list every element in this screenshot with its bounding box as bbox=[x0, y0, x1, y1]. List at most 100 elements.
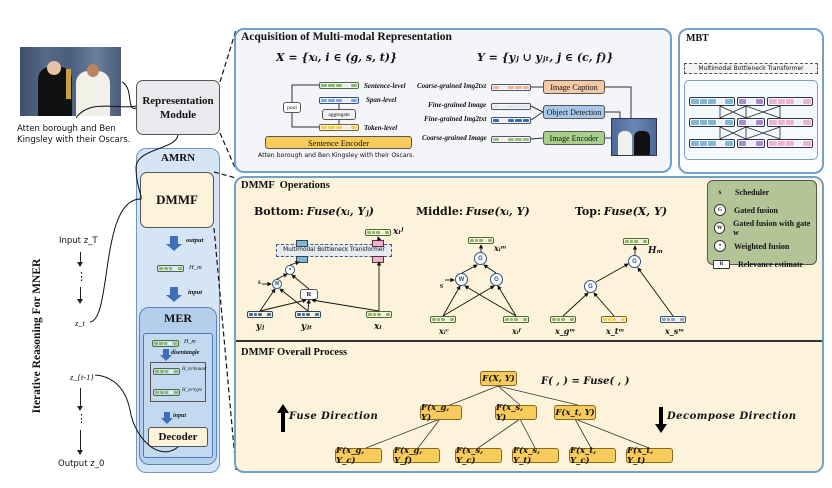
dmmf-module[interactable]: DMMF bbox=[140, 172, 214, 228]
mbt-token bbox=[708, 99, 716, 104]
top-xt-vector bbox=[601, 316, 627, 323]
bottom-yj-vector bbox=[247, 311, 273, 318]
person-left-face bbox=[47, 61, 61, 75]
mbt-token bbox=[725, 141, 733, 146]
mbt-token bbox=[738, 99, 747, 104]
down-arrow-4 bbox=[80, 430, 81, 452]
middle-out-vector bbox=[468, 237, 494, 244]
input-arrow-head bbox=[166, 295, 182, 302]
bottom-yjt-vector bbox=[295, 311, 321, 318]
acq-caption: Atten borough and Ben Kingsley with thei… bbox=[258, 152, 415, 159]
representation-module[interactable]: Representation Module bbox=[136, 80, 220, 135]
legend-gated-fusion-w: W Gated fusion with gate w bbox=[713, 219, 811, 237]
mbt-token bbox=[699, 120, 707, 125]
sentence-encoder[interactable]: Sentence Encoder bbox=[265, 136, 412, 149]
mbt-token bbox=[708, 120, 716, 125]
token-level-vector bbox=[319, 124, 359, 131]
disentangled-box bbox=[150, 362, 206, 402]
mbt-token bbox=[777, 99, 786, 104]
img-row-label-1: Fine-grained Image bbox=[428, 101, 487, 109]
mbt-token bbox=[769, 141, 777, 146]
oscar-statue bbox=[66, 69, 71, 99]
mbt-token bbox=[786, 99, 794, 104]
acquisition-title: Acquisition of Multi-modal Representatio… bbox=[241, 31, 452, 43]
input-label: input bbox=[188, 289, 203, 296]
top-heading: Top: Fuse(X, Y) bbox=[575, 205, 667, 218]
down-arrow-3 bbox=[80, 388, 81, 408]
mbt-token-group bbox=[767, 97, 813, 106]
image-encoder-module[interactable]: Image Encoder bbox=[543, 131, 605, 145]
output-label: output bbox=[186, 237, 204, 244]
top-input-xg: x_gᵐ bbox=[555, 326, 576, 336]
fuse-direction-arrow-icon bbox=[281, 411, 285, 432]
gated-fusion-label: Gated fusion bbox=[734, 205, 778, 215]
decoder-module[interactable]: Decoder bbox=[148, 427, 208, 447]
middle-xc-vector bbox=[430, 316, 456, 323]
weighted-fusion-icon: • bbox=[714, 240, 726, 252]
top-input-xt: x_tᵐ bbox=[606, 326, 625, 336]
img-vector-3 bbox=[491, 136, 531, 143]
hm-type-vector bbox=[153, 389, 180, 396]
scheduler-label: Scheduler bbox=[735, 187, 770, 197]
disentangle-arrow-head bbox=[160, 355, 172, 361]
down-arrow-2-head bbox=[77, 299, 83, 304]
mbt-token-group bbox=[689, 139, 735, 148]
dash-dmmf-ops-top bbox=[213, 171, 237, 179]
mbt-token bbox=[699, 99, 707, 104]
middle-w-node: W bbox=[455, 273, 468, 286]
top-xg-vector bbox=[550, 316, 576, 323]
down-arrow-2 bbox=[80, 287, 81, 301]
legend-gated-fusion: G Gated fusion bbox=[713, 201, 811, 219]
mbt-token bbox=[747, 99, 755, 104]
tree-l2-5: F(x_t, Y_t) bbox=[626, 446, 673, 466]
decompose-direction-label: Decompose Direction bbox=[667, 411, 797, 422]
top-out-label: Hₘ bbox=[648, 246, 664, 256]
decompose-direction-arrow-head bbox=[655, 424, 667, 433]
input-photo bbox=[20, 47, 121, 116]
bottom-prefix: Bottom: bbox=[254, 205, 304, 218]
decompose-direction-arrow-icon bbox=[659, 407, 663, 426]
middle-g-node-top: G bbox=[474, 252, 487, 265]
mbt-token bbox=[699, 141, 707, 146]
middle-prefix: Middle: bbox=[416, 205, 463, 218]
mbt-token-group bbox=[767, 118, 813, 127]
person-right bbox=[76, 71, 110, 116]
rep-to-dmmf-curve bbox=[135, 134, 179, 201]
span-level-vector bbox=[319, 97, 359, 104]
mbt-inner-label: Multimodal Bottleneck Transformer bbox=[684, 63, 818, 74]
mbt-token bbox=[794, 120, 803, 125]
mbt-token-group bbox=[736, 97, 766, 106]
top-formula: Fuse(X, Y) bbox=[603, 205, 668, 218]
mbt-token bbox=[716, 120, 724, 125]
mbt-token bbox=[725, 120, 733, 125]
person-right-face bbox=[87, 64, 99, 77]
acq-photo-person-1 bbox=[618, 131, 632, 155]
zt-to-dmmf-curve bbox=[89, 198, 141, 323]
mbt-token bbox=[747, 120, 755, 125]
mbt-layer-row bbox=[689, 97, 813, 106]
dmmf-ops-title: DMMF Operations bbox=[241, 180, 330, 191]
caption-arrow-curve bbox=[75, 105, 137, 119]
input-caption: Atten borough and Ben Kingsley with thei… bbox=[17, 124, 131, 145]
gated-fusion-w-icon: W bbox=[714, 222, 726, 234]
bottom-out-vector bbox=[365, 229, 391, 236]
top-input-xs: x_sᵐ bbox=[665, 326, 685, 336]
middle-g-node-right: G bbox=[490, 273, 503, 286]
tree-l2-2: F(x_s, Y_c) bbox=[455, 446, 502, 466]
token-level-label: Token-level bbox=[364, 124, 398, 132]
output-arrow-head bbox=[166, 244, 182, 251]
mbt-token bbox=[794, 141, 803, 146]
tree-l2-4: F(x_t, Y_c) bbox=[569, 446, 616, 466]
acq-photo bbox=[611, 118, 657, 156]
object-detection-module[interactable]: Object Detection bbox=[543, 105, 605, 119]
relevance-label: Relevance estimate bbox=[738, 259, 804, 269]
hm-bound-vector bbox=[153, 368, 180, 375]
mbt-token bbox=[786, 141, 794, 146]
image-caption-module[interactable]: Image Caption bbox=[543, 80, 605, 94]
disentangle-arrow-icon bbox=[163, 349, 169, 355]
hm-vector bbox=[157, 265, 184, 272]
weighted-fusion-label: Weighted fusion bbox=[734, 241, 790, 251]
aggregate-box: aggregate bbox=[322, 109, 356, 120]
tree-l1-1: F(x_s, Y) bbox=[495, 403, 537, 423]
